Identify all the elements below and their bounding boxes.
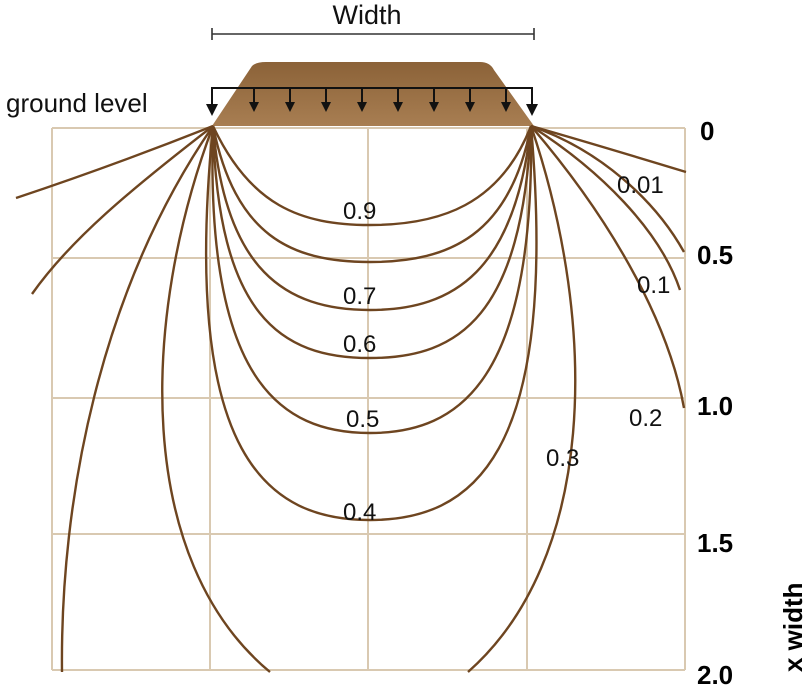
contour-label-0.9: 0.9 [343,198,376,225]
downward-load-arrow-icon [465,88,475,112]
depth-tick-0.5: 0.5 [697,240,733,270]
stress-bulbs [15,124,687,673]
grid [51,127,686,671]
downward-load-arrow-icon [429,88,439,112]
downward-load-arrow-icon [501,88,511,112]
depth-axis: 0 0.5 1.0 1.5 2.0 x width [697,116,807,689]
width-dimension-icon [211,28,535,40]
footing [212,62,534,126]
downward-load-arrow-icon [285,88,295,112]
downward-load-arrow-icon [393,88,403,112]
contour-label-0.5: 0.5 [346,406,379,433]
bulb-0.3-left [161,125,271,673]
downward-load-arrow-icon [321,88,331,112]
contour-label-0.01: 0.01 [617,172,664,199]
bulb-0.8 [211,125,533,264]
bulb-0.2-left [60,125,214,673]
depth-tick-0: 0 [700,116,714,146]
bulb-0.6 [211,125,533,360]
contour-label-0.2: 0.2 [629,405,662,432]
bulb-0.5 [211,125,533,435]
bulb-0.1-left [31,125,214,295]
bulb-0.01-left [15,124,214,200]
ground-level-label: ground level [6,88,148,118]
depth-tick-1.0: 1.0 [697,391,733,421]
axis-unit-label: x width [778,582,807,672]
bulb-0.01-right [530,124,687,174]
bulb-0.4 [204,125,538,522]
distributed-load [206,87,538,116]
bulb-0.9 [211,125,533,227]
bulb-0.1-right [530,124,682,291]
bulb-0.7 [211,125,533,312]
width-label: Width [332,0,401,30]
contour-label-0.3: 0.3 [546,445,579,472]
downward-load-arrow-icon [357,88,367,112]
contour-labels: 0.01 0.1 0.2 0.3 0.4 0.5 0.6 0.7 0.9 [343,172,670,526]
downward-load-arrow-icon [249,88,259,112]
depth-tick-2.0: 2.0 [697,660,733,689]
bulb-0.2-right [530,125,686,409]
bulb-0.3-right [467,125,577,673]
depth-tick-1.5: 1.5 [697,528,733,558]
contour-label-0.4: 0.4 [343,499,376,526]
contour-label-0.6: 0.6 [343,331,376,358]
bulb-0.05-right [530,124,686,253]
contour-label-0.1: 0.1 [637,272,670,299]
contour-label-0.7: 0.7 [343,283,376,310]
